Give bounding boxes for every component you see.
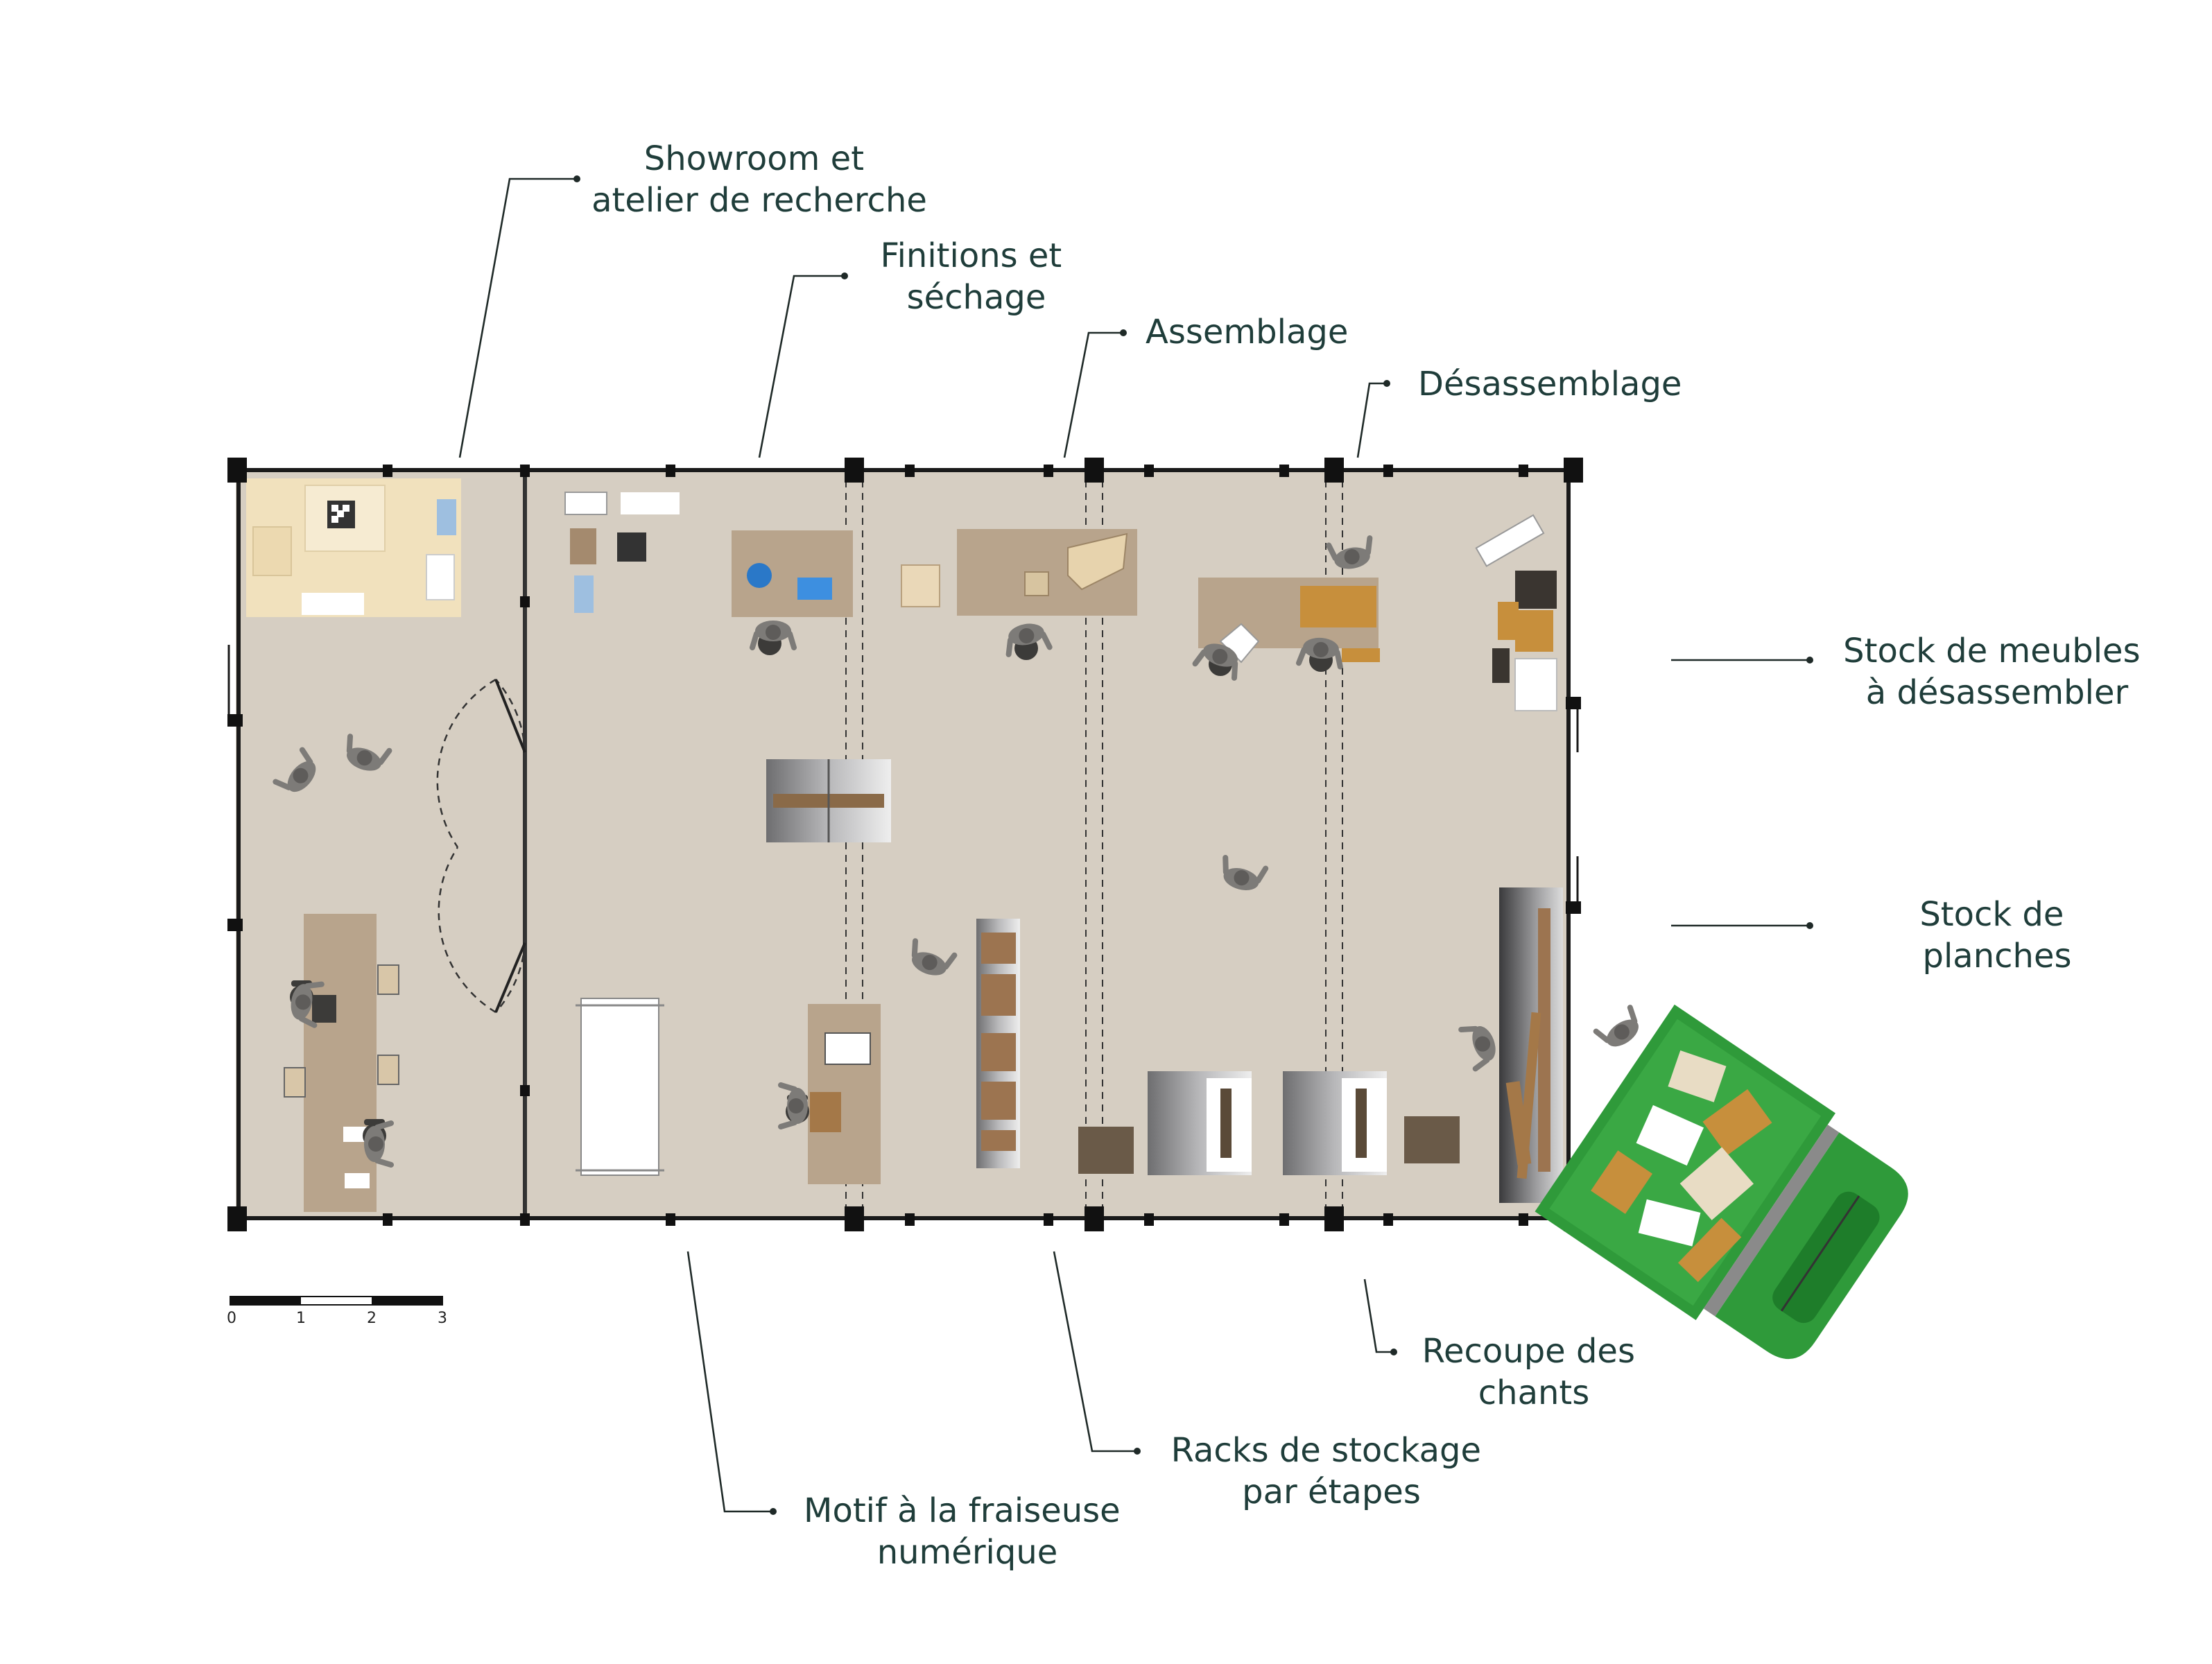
- label-motif: Motif à la fraiseuse numérique: [804, 1491, 1131, 1572]
- label-racks-line1: Racks de stockage: [1171, 1431, 1481, 1470]
- storage-rack-central: [766, 759, 891, 842]
- leader-lines: [458, 175, 1813, 1515]
- label-finitions: Finitions et séchage: [880, 236, 1072, 317]
- label-stock-meubles-line1: Stock de meubles: [1843, 632, 2140, 670]
- label-finitions-line2: séchage: [907, 278, 1046, 317]
- label-motif-line1: Motif à la fraiseuse: [804, 1491, 1121, 1530]
- label-stock-planches-line1: Stock de: [1919, 895, 2064, 934]
- milling-table: [808, 1004, 881, 1184]
- furniture-stock: [1475, 514, 1557, 711]
- label-stock-meubles: Stock de meubles à désassembler: [1843, 632, 2151, 712]
- label-recoupe-line1: Recoupe des: [1422, 1332, 1635, 1371]
- assembly-table: [957, 529, 1137, 616]
- label-desassemblage-line1: Désassemblage: [1418, 365, 1682, 404]
- label-recoupe: Recoupe des chants: [1422, 1332, 1645, 1412]
- label-showroom-line1: Showroom et: [644, 139, 864, 178]
- scale-tick-3: 3: [438, 1310, 447, 1327]
- label-recoupe-line2: chants: [1478, 1373, 1589, 1412]
- storage-rack-vertical: [976, 919, 1020, 1168]
- scale-tick-2: 2: [367, 1310, 377, 1327]
- finishing-table: [732, 530, 853, 617]
- label-stock-meubles-line2: à désassembler: [1866, 673, 2129, 712]
- label-finitions-line1: Finitions et: [880, 236, 1062, 275]
- label-assemblage: Assemblage: [1146, 313, 1348, 352]
- label-showroom: Showroom et atelier de recherche: [591, 139, 927, 220]
- label-desassemblage: Désassemblage: [1418, 365, 1682, 404]
- research-table: [284, 914, 399, 1212]
- edge-trimmers: [1078, 1071, 1460, 1175]
- scale-bar: 0 1 2 3: [227, 1296, 447, 1327]
- plank-stock: [1499, 887, 1563, 1203]
- scale-tick-1: 1: [296, 1310, 306, 1327]
- delivery-truck: [1535, 1004, 1908, 1360]
- label-stock-planches: Stock de planches: [1919, 895, 2074, 976]
- finishing-shelves: [564, 492, 680, 613]
- scale-tick-0: 0: [227, 1310, 236, 1327]
- label-racks: Racks de stockage par étapes: [1171, 1431, 1492, 1511]
- label-motif-line2: numérique: [877, 1533, 1058, 1572]
- label-assemblage-line1: Assemblage: [1146, 313, 1348, 352]
- cnc-router: [576, 998, 664, 1176]
- label-showroom-line2: atelier de recherche: [591, 181, 927, 220]
- showroom-area: [246, 478, 461, 617]
- label-racks-line2: par étapes: [1242, 1473, 1421, 1511]
- label-stock-planches-line2: planches: [1923, 937, 2072, 976]
- disassembly-table: [1198, 578, 1380, 664]
